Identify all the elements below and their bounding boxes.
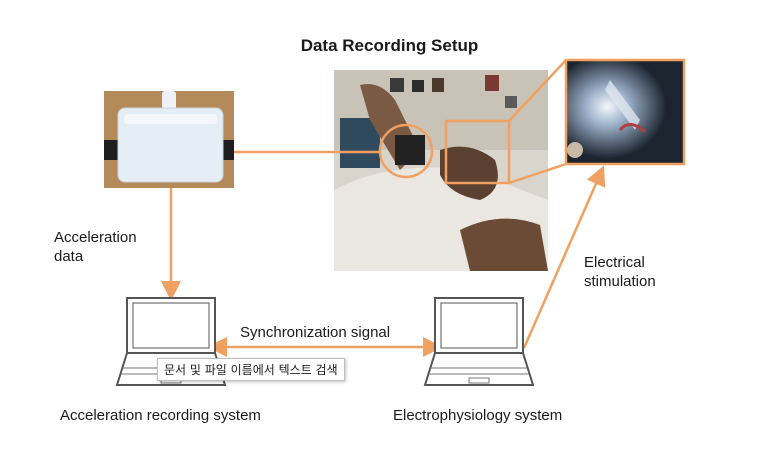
electrical-stimulation-label-line1: Electrical bbox=[584, 254, 645, 271]
sensor-device-image bbox=[104, 91, 234, 188]
diagram-title: Data Recording Setup bbox=[300, 36, 479, 55]
patient-photo bbox=[334, 70, 548, 271]
search-tooltip: 문서 및 파일 이름에서 텍스트 검색 bbox=[157, 358, 345, 381]
surgery-photo bbox=[564, 58, 686, 166]
acceleration-data-label-line2: data bbox=[54, 248, 84, 265]
accel-system-label: Acceleration recording system bbox=[60, 407, 261, 424]
acceleration-data-label: Acceleration data bbox=[54, 228, 137, 266]
electrical-stimulation-label-line2: stimulation bbox=[584, 273, 656, 290]
electrical-stimulation-label: Electrical stimulation bbox=[584, 253, 656, 291]
sync-signal-label: Synchronization signal bbox=[240, 324, 391, 341]
laptop-icon bbox=[423, 297, 535, 386]
ephys-system-label: Electrophysiology system bbox=[393, 407, 563, 424]
electrical-stimulation-arrow bbox=[522, 165, 606, 349]
acceleration-data-label-line1: Acceleration bbox=[54, 229, 137, 246]
